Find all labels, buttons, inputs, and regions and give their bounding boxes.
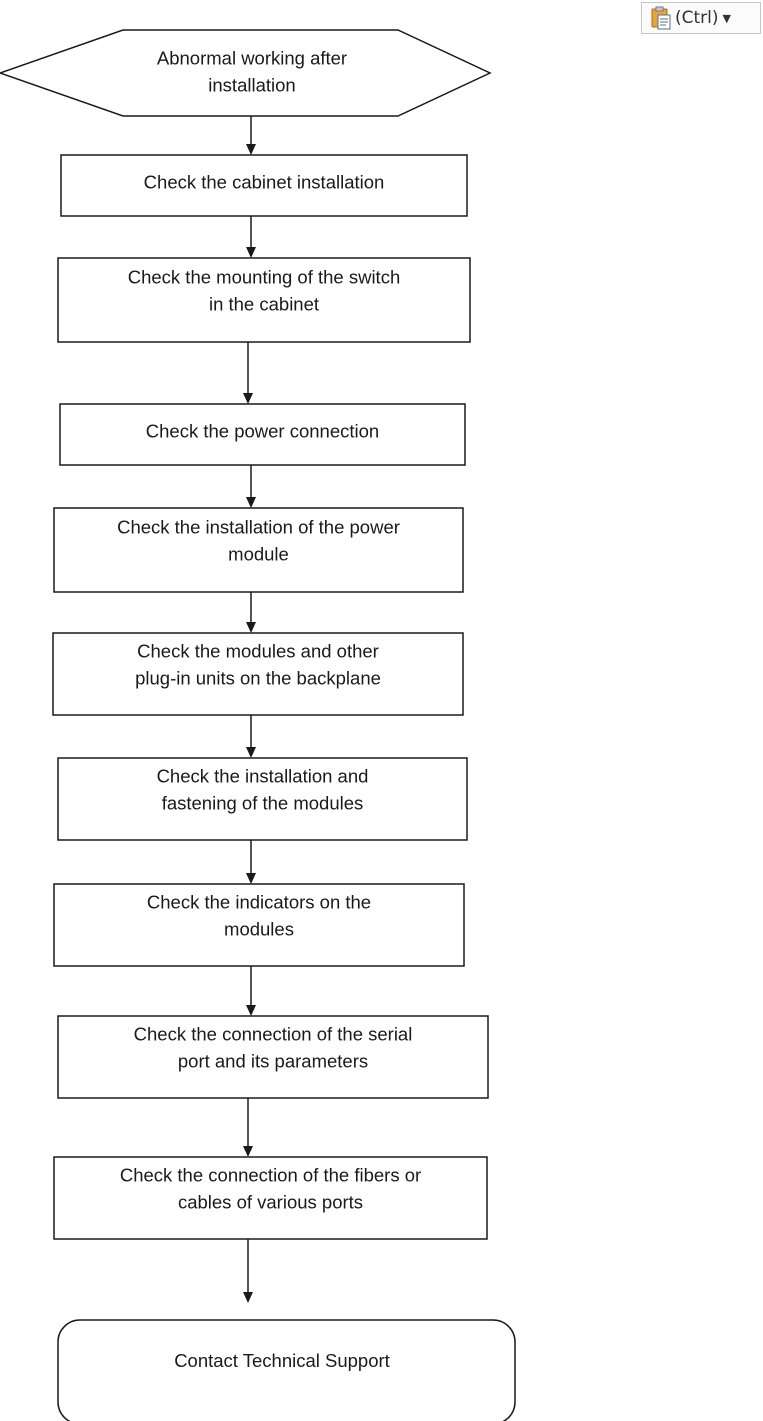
arrow-4-head <box>246 497 256 508</box>
arrow-1-head <box>246 144 256 155</box>
arrow-3-head <box>243 393 253 404</box>
process-box-5-label-line-1: Check the modules and other <box>137 640 379 661</box>
paste-options-label: (Ctrl) <box>675 8 719 28</box>
paste-options-button[interactable]: (Ctrl) ▼ <box>641 2 761 34</box>
chevron-down-icon[interactable]: ▼ <box>722 11 731 25</box>
start-hexagon <box>0 29 492 117</box>
process-box-8-label-line-1: Check the connection of the serial <box>134 1023 413 1044</box>
process-box-6 <box>57 757 468 841</box>
start-label-line-2: installation <box>208 74 295 95</box>
process-box-4 <box>53 507 464 593</box>
process-box-8-label-line-2: port and its parameters <box>178 1050 368 1071</box>
process-box-4-label-line-2: module <box>228 543 289 564</box>
end-terminator <box>57 1319 516 1421</box>
process-box-9-label-line-2: cables of various ports <box>178 1191 363 1212</box>
process-box-9-label-line-1: Check the connection of the fibers or <box>120 1164 421 1185</box>
process-box-2-label-line-2: in the cabinet <box>209 293 319 314</box>
arrow-9-head <box>243 1146 253 1157</box>
arrow-8-head <box>246 1005 256 1016</box>
process-box-7-label-line-2: modules <box>224 918 294 939</box>
clipboard-paste-icon <box>650 6 672 30</box>
start-label-line-1: Abnormal working after <box>157 47 347 68</box>
arrow-5-head <box>246 622 256 633</box>
process-box-5-label-line-2: plug-in units on the backplane <box>135 667 381 688</box>
arrow-end-head <box>243 1292 253 1303</box>
process-box-1-label-line-1: Check the cabinet installation <box>144 171 385 192</box>
process-box-7 <box>53 883 465 967</box>
arrow-2-head <box>246 247 256 258</box>
process-box-1 <box>60 154 468 217</box>
process-box-3 <box>59 403 466 466</box>
process-box-2-label-line-1: Check the mounting of the switch <box>128 266 401 287</box>
arrow-6-head <box>246 747 256 758</box>
process-box-6-label-line-1: Check the installation and <box>157 765 369 786</box>
process-box-6-label-line-2: fastening of the modules <box>162 792 364 813</box>
process-box-5 <box>52 632 464 716</box>
process-box-3-label-line-1: Check the power connection <box>146 420 379 441</box>
process-box-4-label-line-1: Check the installation of the power <box>117 516 400 537</box>
process-box-9 <box>53 1156 488 1240</box>
process-box-7-label-line-1: Check the indicators on the <box>147 891 371 912</box>
process-box-2 <box>57 257 471 343</box>
process-box-8 <box>57 1015 489 1099</box>
end-label-line-1: Contact Technical Support <box>174 1350 390 1371</box>
arrow-7-head <box>246 873 256 884</box>
